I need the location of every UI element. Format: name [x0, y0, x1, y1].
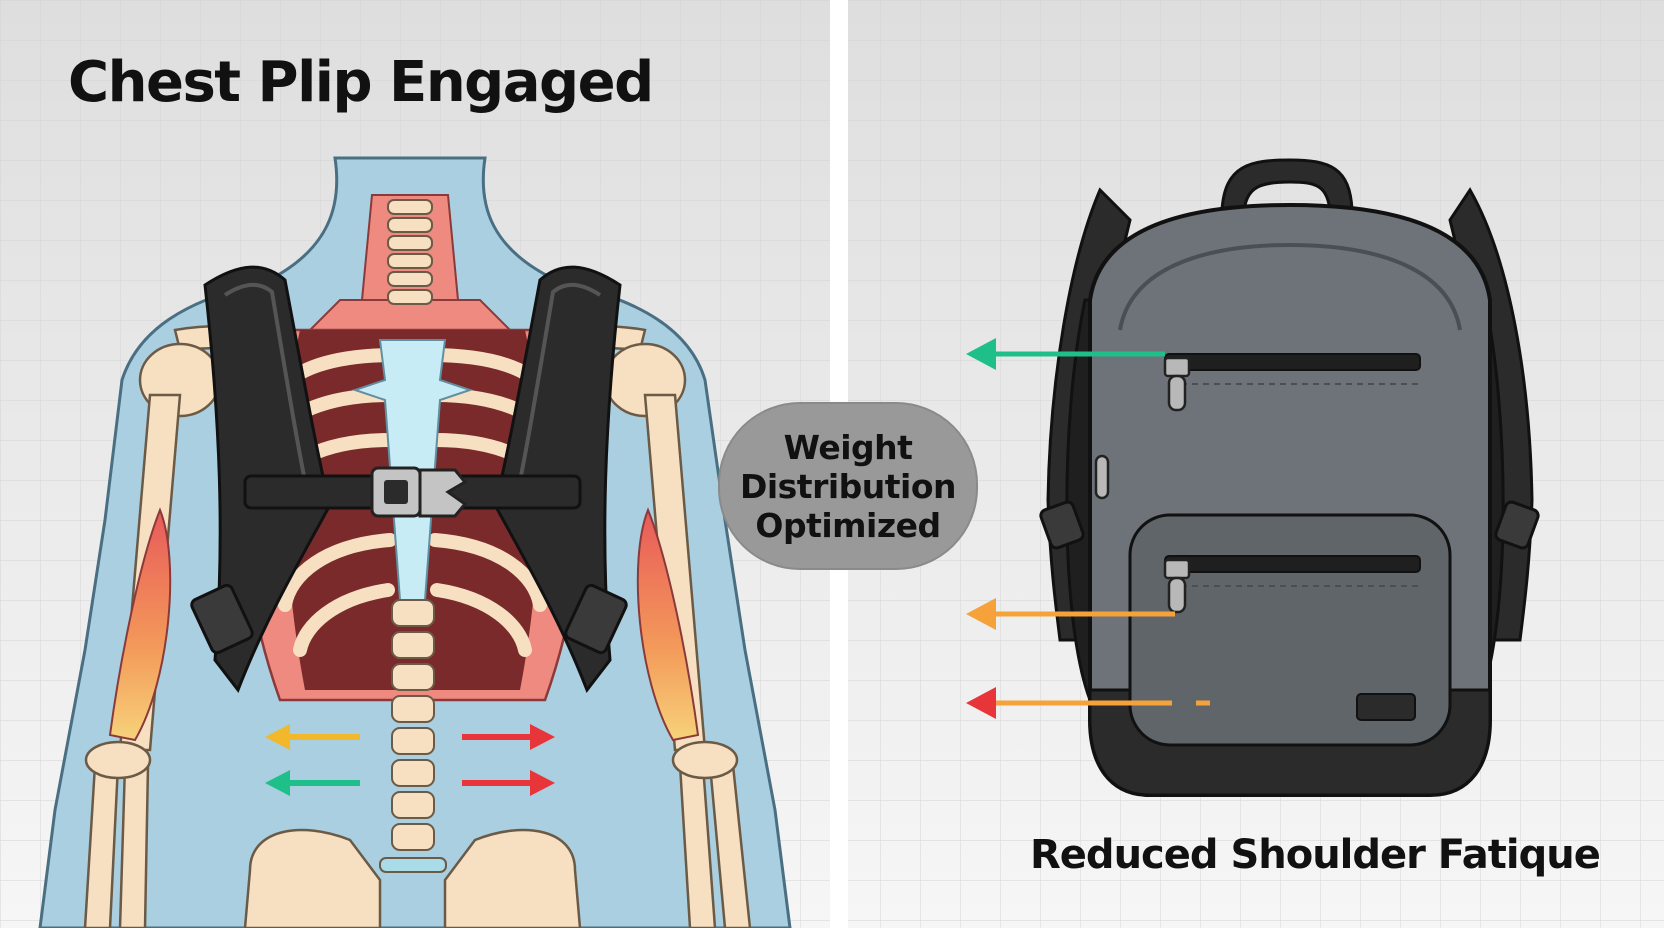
backpack-patch — [1356, 693, 1416, 721]
body-arrow-red-right-1 — [462, 724, 555, 750]
body-arrow-red-right-2 — [462, 770, 555, 796]
bag-arrow-green — [966, 338, 1165, 370]
badge-line-2: Distribution — [739, 466, 957, 506]
body-arrow-yellow-left — [265, 724, 360, 750]
badge-line-3: Optimized — [755, 505, 941, 545]
zipper-pull-icon — [1094, 356, 1191, 614]
backpack-pocket-zipper — [1164, 555, 1421, 573]
weight-distribution-badge: Weight Distribution Optimized — [718, 402, 978, 570]
bag-arrow-orange — [966, 598, 1175, 630]
right-panel-caption: Reduced Shoulder Fatique — [1030, 832, 1601, 878]
body-arrow-green-left — [265, 770, 360, 796]
badge-line-1: Weight — [783, 427, 913, 467]
left-panel-title: Chest Plip Engaged — [68, 50, 654, 115]
backpack-top-seam — [1118, 242, 1462, 331]
strap-adjusters — [190, 583, 628, 655]
chest-strap — [243, 466, 582, 518]
bag-arrow-red — [966, 687, 1210, 719]
cervical-spine — [387, 199, 433, 305]
backpack — [1039, 158, 1540, 797]
pelvis — [243, 828, 582, 928]
strap-buckles — [1039, 500, 1540, 550]
forearm-muscles — [108, 507, 700, 742]
lumbar-spine — [379, 599, 447, 873]
backpack-top-zipper — [1164, 353, 1421, 371]
